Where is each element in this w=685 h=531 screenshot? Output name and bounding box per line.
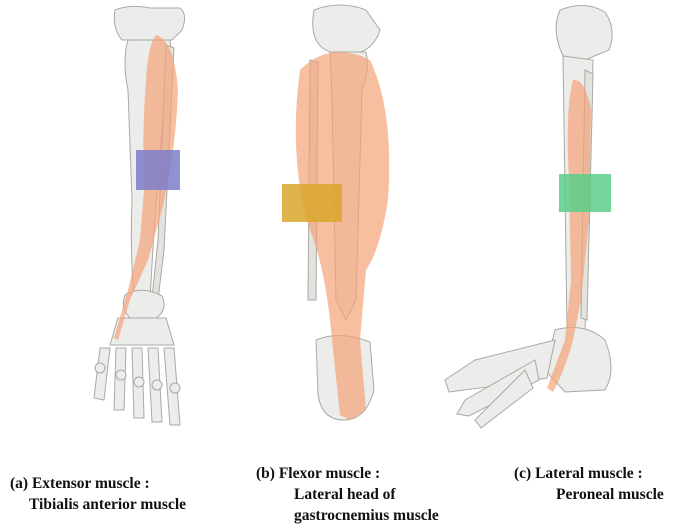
- femur-condyle: [114, 6, 184, 40]
- electrode-marker-c: [559, 174, 611, 212]
- caption-flexor: (b) Flexor muscle : Lateral head of gast…: [256, 463, 439, 526]
- caption-lateral: (c) Lateral muscle : Peroneal muscle: [514, 463, 664, 505]
- leg-back-illustration: [270, 0, 420, 440]
- foot-bones: [94, 318, 180, 425]
- caption-flexor-muscle-line1: Lateral head of: [256, 484, 439, 505]
- electrode-marker-a: [136, 150, 180, 190]
- panel-extensor: [70, 0, 240, 440]
- caption-lateral-title: (c) Lateral muscle :: [514, 463, 664, 484]
- caption-flexor-muscle-line2: gastrocnemius muscle: [256, 505, 439, 526]
- electrode-marker-b: [282, 184, 342, 222]
- panel-lateral: [435, 0, 650, 440]
- caption-flexor-title: (b) Flexor muscle :: [256, 463, 439, 484]
- panel-flexor: [270, 0, 420, 440]
- caption-extensor-title: (a) Extensor muscle :: [10, 473, 186, 494]
- caption-lateral-muscle: Peroneal muscle: [514, 484, 664, 505]
- caption-extensor-muscle: Tibialis anterior muscle: [10, 494, 186, 515]
- caption-extensor: (a) Extensor muscle : Tibialis anterior …: [10, 473, 186, 515]
- foot-bones: [445, 328, 611, 428]
- leg-side-illustration: [435, 0, 650, 440]
- leg-front-illustration: [70, 0, 240, 440]
- femur-condyle: [313, 5, 380, 52]
- femur-condyle: [556, 5, 612, 60]
